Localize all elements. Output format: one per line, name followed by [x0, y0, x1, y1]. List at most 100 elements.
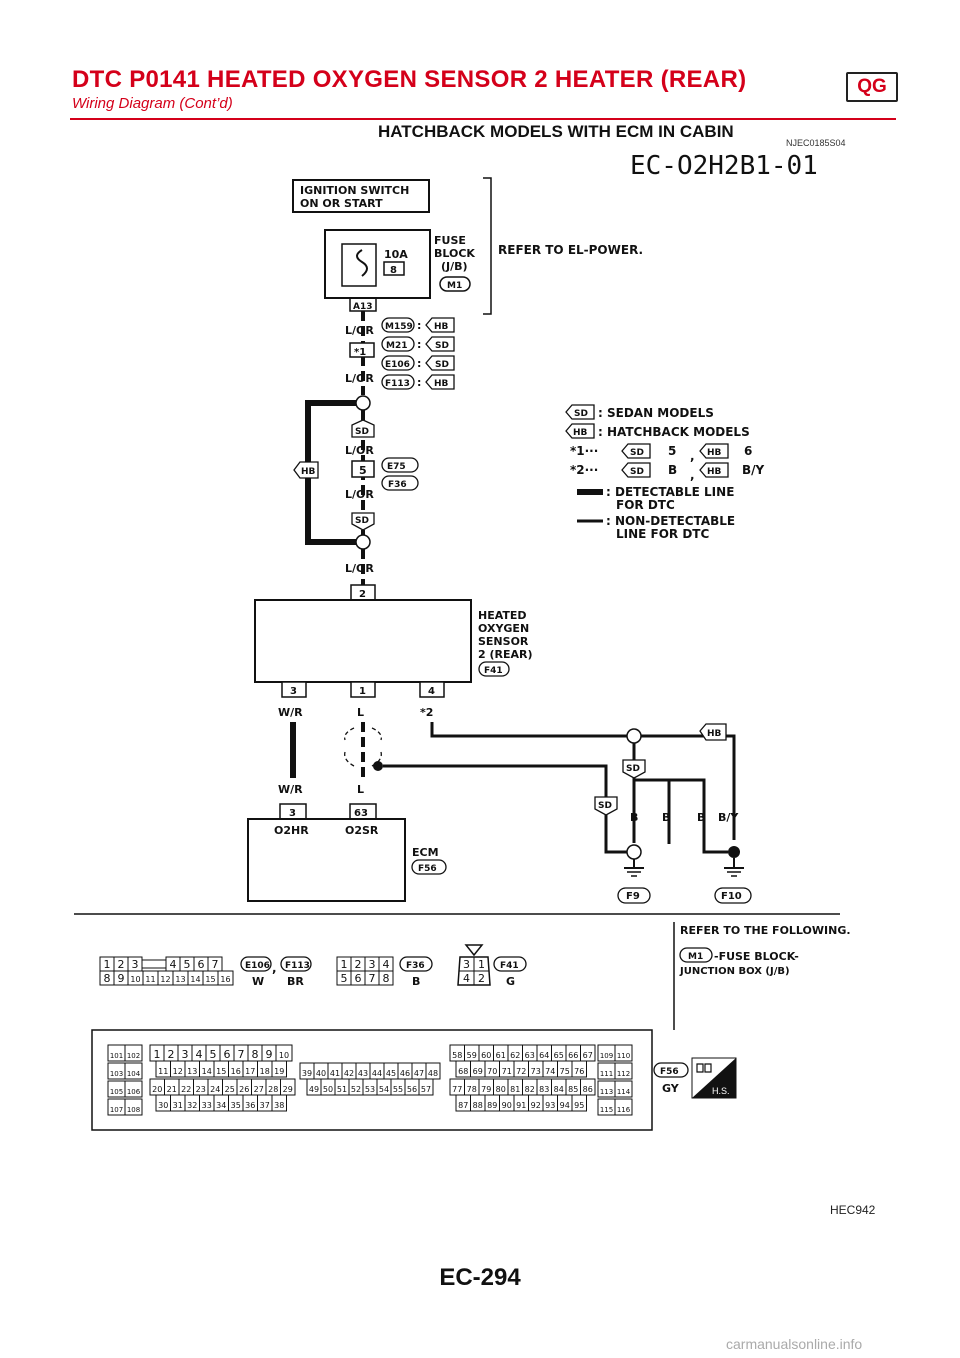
- svg-text:86: 86: [583, 1085, 593, 1094]
- svg-text:5: 5: [210, 1048, 217, 1061]
- fuse-label-3: (J/B): [441, 260, 468, 273]
- fuse-ref-1: -FUSE BLOCK-: [714, 950, 799, 963]
- wire-wr-1: W/R: [278, 706, 303, 719]
- fuse-rating: 10A: [384, 248, 408, 261]
- legend: SD : SEDAN MODELS HB : HATCHBACK MODELS …: [565, 404, 765, 541]
- conn-map-hb-2: HB: [434, 379, 449, 389]
- hs-label: H.S.: [712, 1086, 730, 1096]
- wire-lor-4: L/OR: [345, 488, 374, 501]
- fuse-ref-2: JUNCTION BOX (J/B): [679, 966, 790, 977]
- ecm-connector-frame: [91, 1029, 653, 1131]
- svg-text:94: 94: [560, 1101, 570, 1110]
- hb-tag-ground: HB: [707, 729, 722, 739]
- svg-text:25: 25: [225, 1085, 235, 1094]
- svg-text:15: 15: [216, 1067, 226, 1076]
- svg-text:68: 68: [458, 1067, 468, 1076]
- svg-text:6: 6: [198, 958, 205, 971]
- conn-label-f113: F113: [285, 961, 310, 971]
- svg-text:81: 81: [510, 1085, 520, 1094]
- ecm-o2hr: O2HR: [274, 824, 309, 837]
- svg-text:69: 69: [473, 1067, 483, 1076]
- legend-star1-hb: HB: [707, 448, 722, 458]
- wire-lor-3: L/OR: [345, 444, 374, 457]
- wire-b-1: B: [630, 811, 638, 824]
- fuse-icon: [356, 249, 368, 277]
- svg-text:43: 43: [358, 1069, 368, 1078]
- header-rule: [70, 118, 896, 120]
- svg-text:24: 24: [210, 1085, 220, 1094]
- svg-text:91: 91: [516, 1101, 526, 1110]
- svg-text:4: 4: [383, 958, 390, 971]
- conn-color-br: BR: [287, 975, 304, 988]
- legend-comma-1: ,: [690, 449, 695, 463]
- conn-color-gy: GY: [662, 1082, 680, 1095]
- legend-hatchback: : HATCHBACK MODELS: [598, 425, 750, 439]
- svg-text:6: 6: [224, 1048, 231, 1061]
- svg-text:7: 7: [369, 972, 376, 985]
- joint-pin-5: 5: [359, 464, 367, 477]
- sensor-top-pin: 2: [359, 589, 366, 600]
- svg-text:65: 65: [554, 1051, 564, 1060]
- ground-f10: F10: [721, 891, 742, 902]
- legend-detectable-1: : DETECTABLE LINE: [606, 485, 734, 499]
- svg-text:9: 9: [118, 972, 125, 985]
- svg-text:83: 83: [539, 1085, 549, 1094]
- ecm-connector-f56: F56: [418, 864, 437, 874]
- fuse-block: 10A 8 FUSE BLOCK (J/B) M1 A13: [324, 229, 475, 312]
- svg-text:67: 67: [583, 1051, 593, 1060]
- wire-b-3: B: [697, 811, 705, 824]
- legend-star2: *2···: [570, 463, 598, 477]
- svg-text:32: 32: [187, 1101, 197, 1110]
- svg-text:16: 16: [220, 975, 230, 984]
- legend-sedan: : SEDAN MODELS: [598, 406, 714, 420]
- svg-text:72: 72: [516, 1067, 526, 1076]
- svg-text:30: 30: [158, 1101, 168, 1110]
- legend-star2-sd-value: B: [668, 463, 677, 477]
- svg-text:15: 15: [205, 975, 215, 984]
- svg-text:61: 61: [496, 1051, 506, 1060]
- svg-text:4: 4: [170, 958, 177, 971]
- svg-text:115: 115: [600, 1106, 613, 1114]
- section-badge: QG: [846, 72, 898, 102]
- svg-text:74: 74: [545, 1067, 555, 1076]
- svg-text:90: 90: [502, 1101, 512, 1110]
- svg-text:113: 113: [600, 1088, 613, 1096]
- conn-map-sd-2: SD: [435, 360, 449, 370]
- svg-text:2: 2: [118, 958, 125, 971]
- svg-text:11: 11: [145, 975, 155, 984]
- conn-label-f41: F41: [500, 961, 519, 971]
- svg-text:58: 58: [452, 1051, 462, 1060]
- svg-text:112: 112: [617, 1070, 630, 1078]
- ecm-pin-63: 63: [354, 808, 368, 819]
- hb-bypass-tag: HB: [301, 467, 316, 477]
- conn-map-e106: E106: [385, 360, 410, 370]
- svg-text:87: 87: [458, 1101, 468, 1110]
- legend-star2-sd: SD: [630, 467, 644, 477]
- svg-text:8: 8: [252, 1048, 259, 1061]
- fuse-number: 8: [390, 265, 397, 276]
- svg-text:42: 42: [344, 1069, 354, 1078]
- svg-text:40: 40: [316, 1069, 326, 1078]
- wire-by: B/Y: [718, 811, 739, 824]
- svg-text:14: 14: [202, 1067, 212, 1076]
- conn-label-f56: F56: [660, 1067, 679, 1077]
- conn-label-f36: F36: [406, 961, 425, 971]
- ground-f9: F9: [626, 891, 640, 902]
- ground-icon-f10: [724, 858, 744, 877]
- svg-text:82: 82: [525, 1085, 535, 1094]
- svg-text:2: 2: [478, 972, 485, 985]
- svg-text:79: 79: [481, 1085, 491, 1094]
- svg-text:5: 5: [341, 972, 348, 985]
- svg-text:62: 62: [510, 1051, 520, 1060]
- sensor-label-4: 2 (REAR): [478, 648, 533, 661]
- wire-lor-5: L/OR: [345, 562, 374, 575]
- svg-text:114: 114: [617, 1088, 631, 1096]
- wire-lor-1: L/OR: [345, 324, 374, 337]
- svg-text:12: 12: [173, 1067, 183, 1076]
- colon: :: [417, 338, 421, 351]
- svg-text:22: 22: [181, 1085, 191, 1094]
- svg-text:75: 75: [560, 1067, 570, 1076]
- svg-text:107: 107: [110, 1106, 123, 1114]
- legend-nondetectable-1: : NON-DETECTABLE: [606, 514, 735, 528]
- sensor-pin-3: 3: [290, 686, 297, 697]
